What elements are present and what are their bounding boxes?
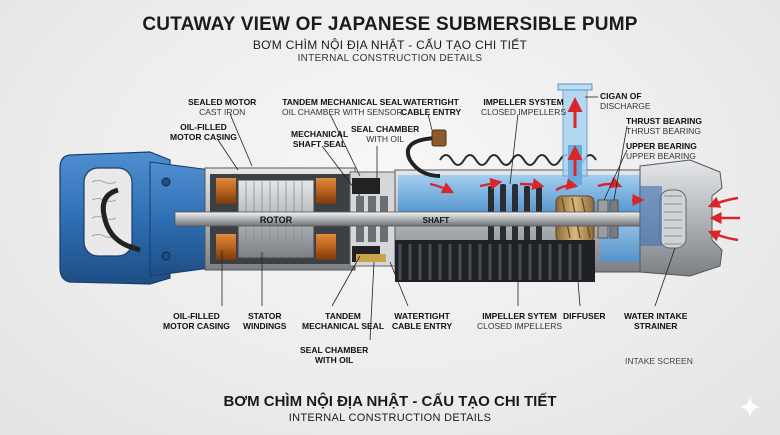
label-discharge: CIGAN OF DISCHARGE xyxy=(600,91,651,111)
label-seal-chamber-bottom: SEAL CHAMBER WITH OIL xyxy=(300,345,369,365)
page-title: CUTAWAY VIEW OF JAPANESE SUBMERSIBLE PUM… xyxy=(142,14,638,35)
label-tandem-seal-bottom: TANDEM MECHANICAL SEAL xyxy=(302,311,385,331)
label-impeller-system-bottom: IMPELLER SYTEM CLOSED IMPELLERS xyxy=(477,311,563,331)
label-seal-chamber-top: SEAL CHAMBER WITH OIL xyxy=(351,124,420,144)
leader-lines xyxy=(217,96,676,341)
stator-winding-top xyxy=(216,178,236,204)
label-impeller-system-top: IMPELLER SYSTEM CLOSED IMPELLERS xyxy=(481,97,567,117)
label-watertight-cable-bottom: WATERTIGHT CABLE ENTRY xyxy=(392,311,453,331)
label-oil-filled-casing-bottom: OIL-FILLED MOTOR CASING xyxy=(163,311,230,331)
cable-gland xyxy=(431,129,447,147)
flow-arrows xyxy=(429,176,740,242)
discharge-pipe xyxy=(557,83,593,185)
sparkle-icon xyxy=(739,396,761,418)
shaft xyxy=(174,211,641,227)
coiled-cable xyxy=(405,136,441,178)
footer-title: BƠM CHÌM NỘI ĐỊA NHẬT - CẤU TẠO CHI TIẾT xyxy=(223,393,557,410)
power-cable xyxy=(100,187,141,253)
motor-end-cap xyxy=(59,151,211,285)
intake-strainer xyxy=(659,189,687,249)
label-oil-filled-casing-top: OIL-FILLED MOTOR CASING xyxy=(170,122,237,142)
page-subtitle-en: INTERNAL CONSTRUCTION DETAILS xyxy=(297,53,483,64)
page-subtitle-vn: BƠM CHÌM NỘI ĐỊA NHẬT - CẤU TẠO CHI TIẾT xyxy=(252,38,528,52)
label-thrust-bearing: THRUST BEARING THRUST BEARING xyxy=(626,116,703,136)
intake-end xyxy=(639,159,723,277)
label-intake-screen: INTAKE SCREEN xyxy=(625,356,693,366)
label-tandem-seal-top: TANDEM MECHANICAL SEAL OIL CHAMBER WITH … xyxy=(282,97,403,117)
label-mechanical-shaft-seal: MECHANICAL SHAFT SEAL xyxy=(291,129,349,149)
stator-winding-bottom xyxy=(216,234,236,260)
label-sealed-motor: SEALED MOTOR CAST IRON xyxy=(188,97,257,117)
label-diffuser: DIFFUSER xyxy=(563,311,606,321)
cable-coil-lower xyxy=(395,240,595,282)
shaft-label: SHAFT xyxy=(423,216,450,225)
label-upper-bearing: UPPER BEARING UPPER BEARING xyxy=(626,141,697,161)
label-intake-strainer: WATER INTAKE STRAINER xyxy=(624,311,688,331)
rotor-label: ROTOR xyxy=(260,215,293,225)
label-watertight-cable-top: WATERTIGHT CABLE ENTRY xyxy=(401,97,462,117)
label-stator-windings: STATOR WINDINGS xyxy=(243,311,287,331)
footer-subtitle: INTERNAL CONSTRUCTION DETAILS xyxy=(288,412,492,424)
